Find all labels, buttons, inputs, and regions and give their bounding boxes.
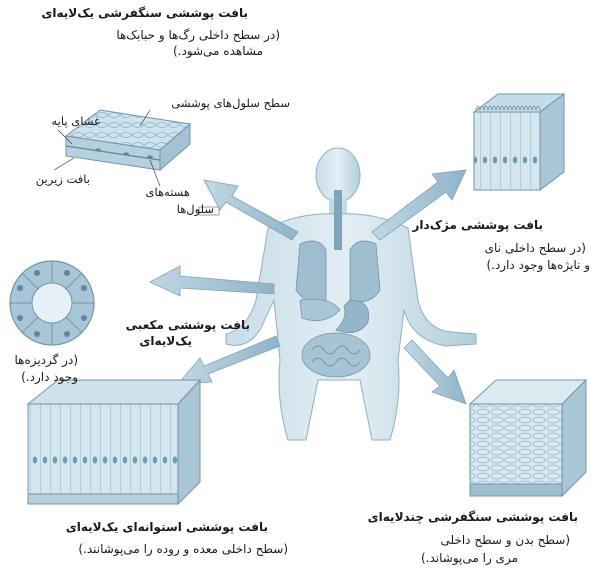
simple-squamous-desc-line1: (در سطح داخلی رگ‌ها و حبابک‌ها [116, 27, 280, 43]
ciliated-tissue [474, 92, 564, 192]
ciliated-desc-line1: (در سطح داخلی نای [485, 240, 586, 256]
cuboidal-title-line2: یک‌لایه‌ای [139, 334, 192, 348]
ciliated-title: بافت پوششی مژک‌دار [413, 218, 543, 232]
cuboidal-title-line1: بافت پوششی مکعبی [126, 318, 250, 332]
stratified-title: بافت پوششی سنگفرشی چندلایه‌ای [368, 510, 578, 524]
label-basement-membrane: غشای پایه [51, 114, 100, 128]
label-underlying-tissue: بافت زیرین [36, 172, 90, 186]
label-cell-surface: سطح سلول‌های پوششی [171, 96, 290, 110]
stratified-desc-line2: مری را می‌پوشاند.) [421, 550, 518, 566]
arrow-to-cuboidal [150, 266, 274, 296]
stratified-tissue [470, 380, 586, 496]
columnar-title: بافت پوششی استوانه‌ای یک‌لایه‌ای [66, 520, 268, 534]
cuboidal-tissue [10, 261, 94, 345]
arrow-to-stratified [404, 340, 466, 404]
simple-squamous-title: بافت پوششی سنگفرشی یک‌لایه‌ای [41, 6, 248, 20]
ciliated-desc-line2: و نایژه‌ها وجود دارد.) [486, 257, 590, 273]
stratified-desc-line1: (سطح بدن و سطح داخلی [440, 532, 570, 548]
cuboidal-desc-line2: وجود دارد.) [21, 369, 78, 385]
simple-squamous-desc-line2: مشاهده می‌شود.) [173, 43, 263, 59]
label-nuclei-line2: سلول‌ها [177, 202, 214, 216]
columnar-desc: (سطح داخلی معده و روده را می‌پوشانند.) [78, 541, 288, 557]
cuboidal-desc-line1: (در گردیزه‌ها [14, 352, 78, 368]
columnar-tissue [28, 380, 200, 504]
label-nuclei-line1: هسته‌های [145, 185, 190, 199]
